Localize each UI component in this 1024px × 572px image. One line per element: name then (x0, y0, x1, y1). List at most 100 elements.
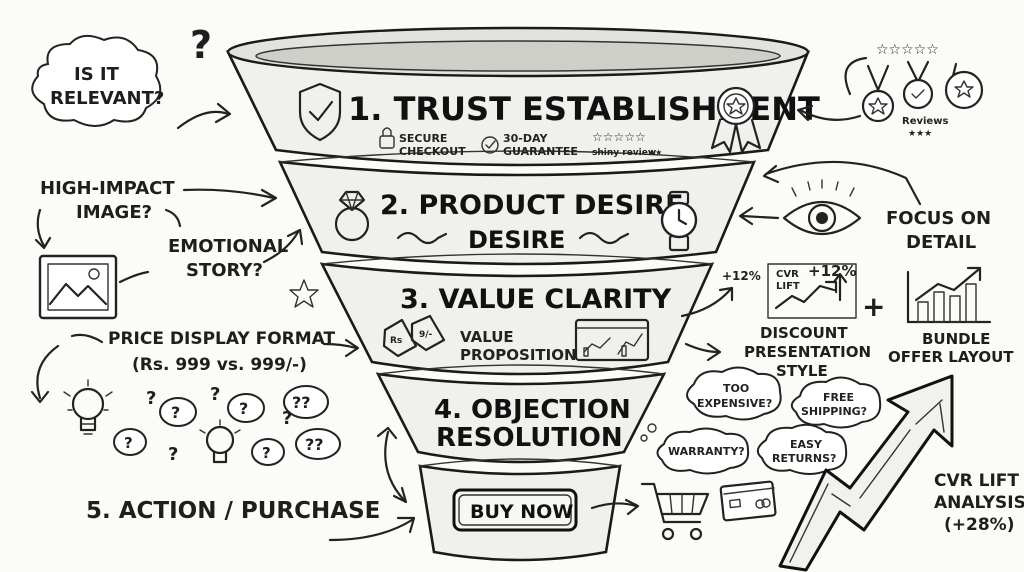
price-format-line-2: (Rs. 999 vs. 999/-) (132, 355, 307, 375)
review-stars-row-icon: ☆☆☆☆☆ (876, 42, 939, 58)
arrow-action-to-button (328, 518, 414, 542)
relevant-line-1: IS IT (74, 64, 120, 85)
stage-2-title: 2. PRODUCT DESIRE (380, 190, 684, 221)
squiggle-left (396, 231, 448, 245)
svg-text:9/-: 9/- (419, 330, 433, 340)
thought-bubbles-cluster: ? ? ? ?? ?? ? ? ? ? ? (113, 384, 341, 466)
lift-percent-2: +12% (808, 262, 856, 280)
reviews-mini-stars-icon: ★★★ (908, 129, 932, 139)
warranty-label: WARRANTY? (668, 445, 745, 458)
free-shipping-line-1: FREE (823, 391, 854, 404)
thought-dot-1 (647, 423, 657, 433)
shield-check-icon (298, 82, 342, 142)
funnel-stage-4-top (377, 364, 665, 375)
easy-returns-line-1: EASY (790, 438, 823, 451)
secure-checkout-line-2: CHECKOUT (399, 145, 466, 158)
focus-line-1: FOCUS ON (886, 208, 991, 229)
stage-4-title-line-2: RESOLUTION (436, 423, 623, 453)
plus-sign-icon: + (862, 290, 885, 323)
arrow-image-to-story-2 (118, 270, 150, 284)
diamond-ring-icon (334, 190, 370, 242)
padlock-icon (379, 127, 395, 149)
free-shipping-line-2: SHIPPING? (801, 405, 867, 418)
svg-text:?: ? (262, 444, 271, 462)
arrowhead-eye (738, 206, 754, 226)
arrow-image-to-story (164, 208, 182, 228)
arrowhead-discount (706, 342, 722, 362)
focus-line-2: DETAIL (906, 232, 976, 253)
arrowhead-objection-down (392, 486, 408, 504)
review-label: shiny review (592, 148, 656, 158)
arrow-objection-to-action (384, 430, 406, 502)
buy-now-button[interactable]: BUY NOW (452, 488, 578, 532)
arrowhead-image-down (34, 236, 52, 250)
arrowhead-price-down (30, 390, 50, 404)
cvr-lift-chart-icon (767, 263, 857, 319)
secure-checkout-line-1: SECURE (399, 132, 447, 145)
buy-now-label: BUY NOW (470, 501, 573, 523)
arrowhead-cart (624, 498, 640, 516)
credit-card-icon (719, 480, 777, 522)
arrow-image-down (36, 208, 46, 248)
cvr-rising-arrow-icon (778, 374, 954, 572)
funnel-stage-5-top (419, 458, 621, 467)
funnel-stage-3-top (321, 253, 713, 265)
high-impact-line-1: HIGH-IMPACT (40, 178, 175, 199)
arrow-value-to-lift (680, 288, 732, 318)
funnel-opening (255, 40, 781, 72)
arrow-stars-curve (844, 56, 868, 96)
shopping-cart-icon (640, 482, 710, 541)
cvr-analysis-line-2: ANALYSIS (934, 493, 1024, 513)
warranty-cloud (656, 427, 750, 475)
easy-returns-line-2: RETURNS? (772, 452, 836, 465)
high-impact-line-2: IMAGE? (76, 202, 152, 223)
too-expensive-line-2: EXPENSIVE? (697, 397, 772, 410)
cvr-label: CVR (776, 269, 799, 280)
arrowhead-relevance (214, 102, 232, 124)
free-shipping-cloud (790, 376, 882, 429)
arrow-story-to-funnel (262, 230, 300, 264)
arrowhead-action (396, 516, 416, 534)
wristwatch-icon (660, 190, 698, 252)
stage-3-title: 3. VALUE CLARITY (400, 284, 672, 315)
medals-icon (861, 60, 984, 123)
value-proposition-line-1: VALUE (460, 328, 514, 346)
easy-returns-cloud (756, 423, 848, 475)
review-mini-stars-icon: ★★ (648, 148, 662, 157)
svg-text:?: ? (282, 408, 292, 429)
svg-text:?: ? (171, 403, 180, 422)
discount-line-2: PRESENTATION (744, 343, 871, 361)
arrowhead-focus (762, 164, 780, 184)
lightbulb-icon-left (63, 379, 113, 435)
cvr-analysis-line-1: CVR LIFT (934, 471, 1019, 491)
svg-text:?: ? (146, 388, 156, 409)
discount-line-1: DISCOUNT (760, 324, 848, 342)
lift-label: LIFT (776, 281, 800, 292)
emotional-story-line-1: EMOTIONAL (168, 236, 288, 257)
price-tags-icon: Rs 9/- (382, 314, 446, 358)
question-mark-icon: ? (190, 23, 212, 67)
guarantee-line-2: GUARANTEE (503, 145, 578, 158)
relevant-line-2: RELEVANT? (50, 88, 164, 109)
too-expensive-line-1: TOO (723, 382, 749, 395)
value-proposition-line-2: PROPOSITION (460, 346, 577, 364)
arrow-image-to-funnel (182, 188, 276, 200)
too-expensive-cloud (686, 366, 782, 421)
lift-percent-1: +12% (722, 269, 761, 283)
squiggle-right (578, 231, 630, 245)
arrow-price-to-funnel (322, 342, 358, 350)
svg-text:?: ? (124, 434, 133, 452)
review-stars-icon: ☆☆☆☆☆ (592, 130, 646, 144)
svg-text:Rs: Rs (390, 336, 402, 346)
guarantee-line-1: 30-DAY (503, 132, 548, 145)
arrowhead-reviews (796, 104, 814, 122)
relevance-thought-cloud (31, 34, 162, 127)
arrow-price-down (36, 344, 60, 400)
bundle-bar-chart-icon (906, 266, 992, 324)
arrow-button-to-cart (590, 502, 638, 510)
arrowhead-story (286, 228, 304, 246)
arrow-curve-focus (764, 160, 922, 206)
star-doodle-icon (289, 279, 319, 308)
